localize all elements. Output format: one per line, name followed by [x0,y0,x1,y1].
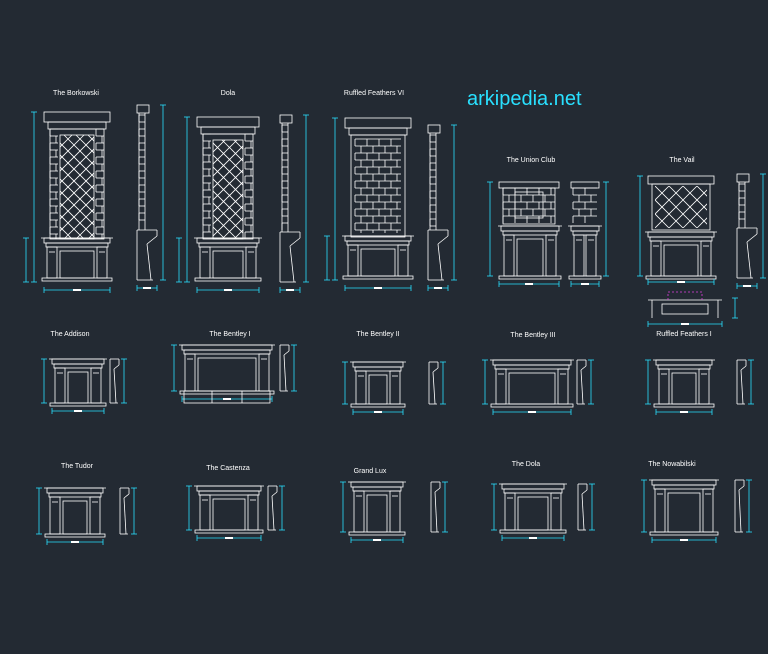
profile-vail-inner [736,173,766,289]
title-borkowski: The Borkowski [53,90,99,97]
profile-union-club [568,181,609,287]
title-castenza: The Castenza [206,465,250,472]
title-grand-lux: Grand Lux [353,468,387,475]
title-tudor: The Tudor [61,463,93,470]
title-ruffled-vi: Ruffled Feathers VI [343,90,405,97]
drawing-dola [491,483,595,541]
drawing-bentley-iii [482,359,594,415]
drawing-ruffled-i [645,359,754,415]
title-union-club: The Union Club [506,157,556,164]
base-bentley-i [183,390,271,404]
drawing-borkowski [23,111,113,293]
plan-vail [647,291,738,327]
drawing-bentley-i [171,344,297,402]
drawing-castenza [186,485,285,541]
title-bentley-ii: The Bentley II [356,331,400,338]
brand-watermark: arkipedia.net [467,88,582,110]
title-vail: The Vail [669,157,695,164]
profile-borkowski [136,104,166,291]
title-dola-tall: Dola [220,90,236,97]
profile-dola-tall [279,114,309,293]
drawing-grand-lux [340,481,448,543]
drawing-ruffled-vi [324,117,414,291]
drawing-bentley-ii [342,361,446,415]
title-bentley-iii: The Bentley III [510,332,556,339]
title-bentley-i: The Bentley I [209,331,251,338]
title-nowabilski: The Nowabilski [648,461,696,468]
profile-ruffled-vi [427,124,457,291]
drawing-addison [41,358,127,414]
drawing-nowabilski [641,479,752,543]
drawing-vail [637,175,717,285]
title-addison: The Addison [50,331,90,338]
title-dola: The Dola [511,461,541,468]
drawing-tudor [36,487,137,545]
title-ruffled-i: Ruffled Feathers I [656,331,712,338]
drawing-dola-tall [176,116,262,293]
drawing-union-club [487,181,562,287]
